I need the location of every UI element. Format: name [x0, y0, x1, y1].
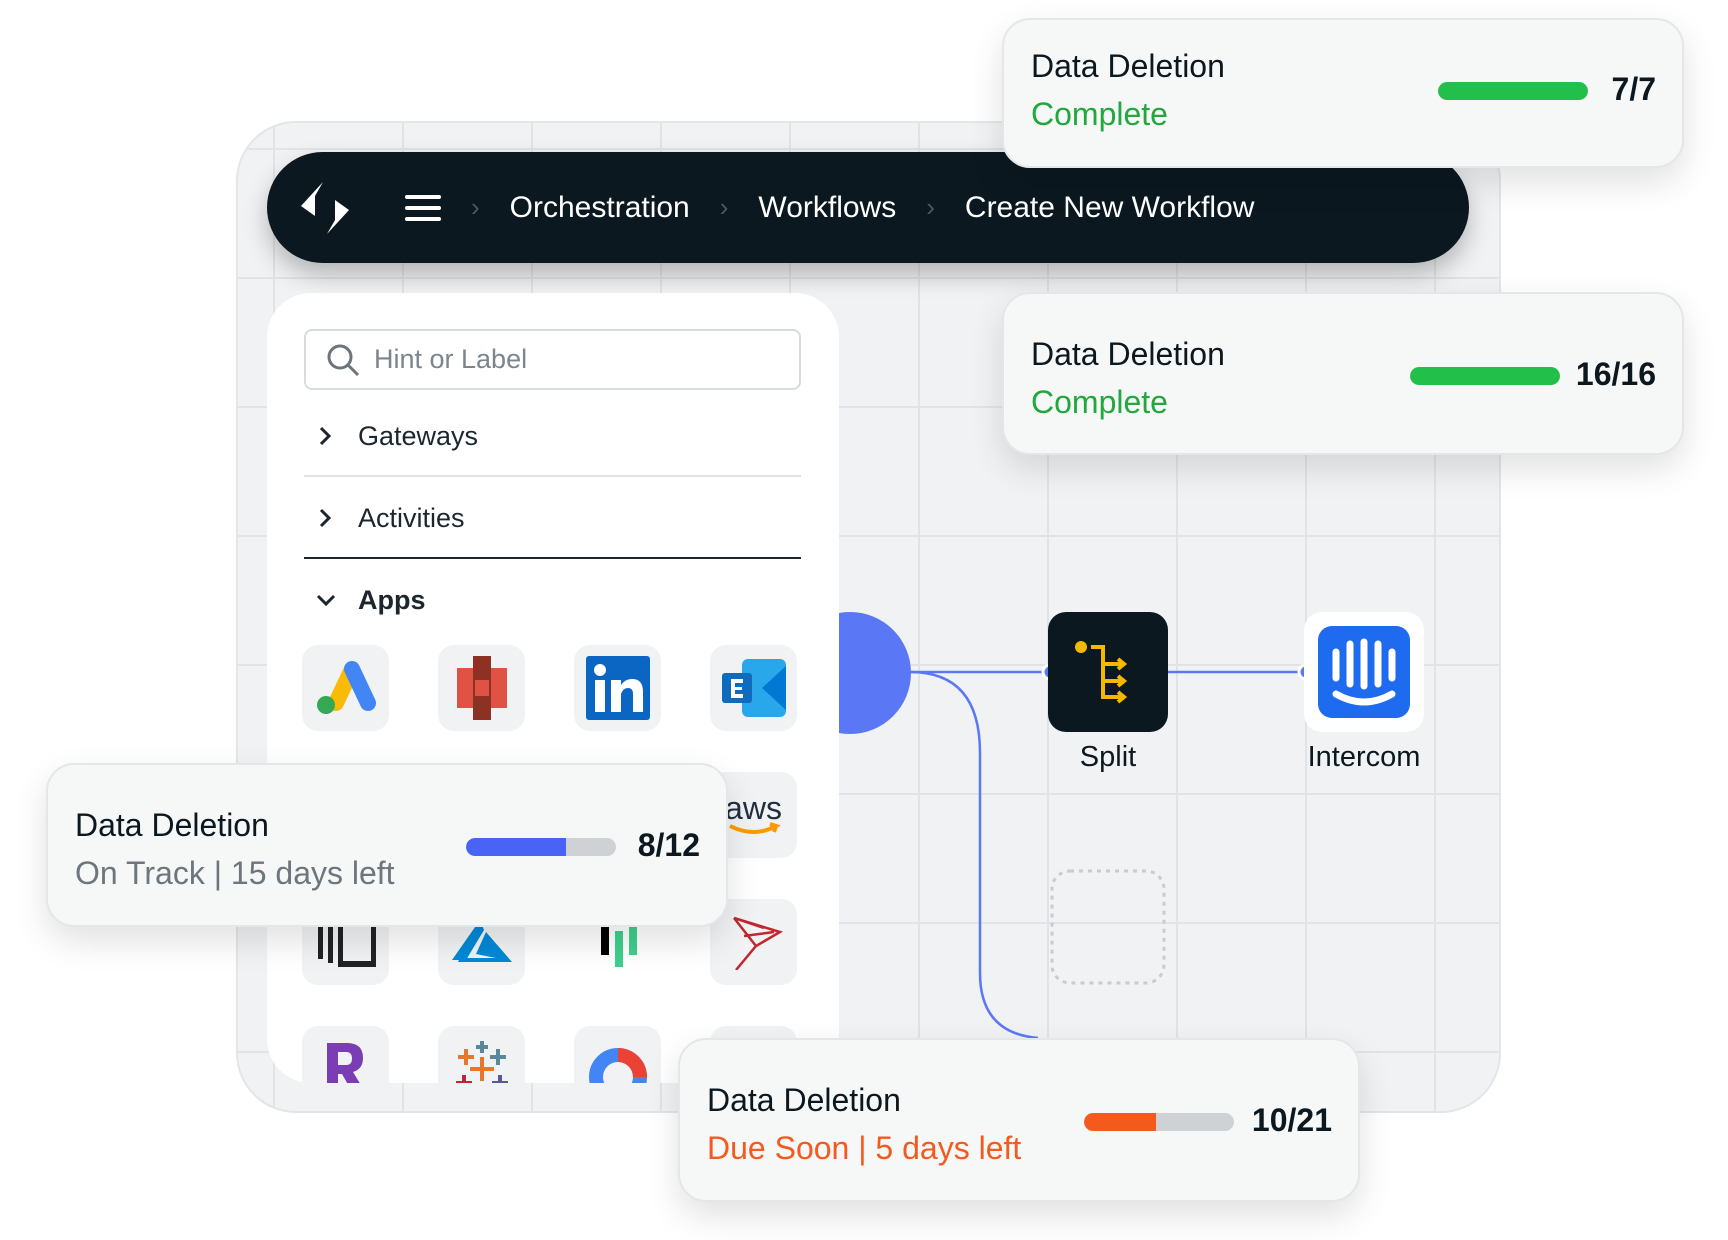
app-tableau[interactable]: [438, 1026, 525, 1083]
empty-node-placeholder[interactable]: [1050, 869, 1166, 985]
split-label: Split: [1079, 741, 1137, 773]
hamburger-menu-icon[interactable]: [405, 194, 441, 222]
chevron-right-icon: ›: [719, 192, 729, 222]
progress-fill: [466, 838, 566, 856]
progress-count: 16/16: [1575, 356, 1656, 392]
aws-logo-text: aws: [725, 790, 782, 826]
divider: [304, 475, 801, 477]
app-ms-exchange[interactable]: [710, 645, 797, 731]
azure-icon: [451, 920, 512, 962]
section-gateways[interactable]: Gateways: [304, 406, 801, 466]
chevron-down-icon: [316, 594, 336, 607]
breadcrumb-workflows[interactable]: Workflows: [758, 190, 897, 224]
progress-count: 10/21: [1251, 1102, 1332, 1138]
divider: [304, 557, 801, 559]
section-label: Gateways: [358, 420, 479, 451]
status-card-complete-16: Data Deletion Complete 16/16: [1002, 292, 1684, 455]
linkedin-icon: [585, 656, 650, 720]
palette-panel: Hint or Label Gateways Activities Apps a…: [267, 293, 839, 1083]
progress-bar: [1410, 367, 1560, 385]
card-title: Data Deletion: [75, 807, 269, 843]
card-title: Data Deletion: [707, 1082, 901, 1118]
card-status: Complete: [1031, 384, 1168, 420]
app-google-ads[interactable]: [302, 645, 389, 731]
progress-fill: [1438, 82, 1588, 100]
google-ads-icon: [316, 661, 376, 714]
card-status: Complete: [1031, 96, 1168, 132]
section-activities[interactable]: Activities: [304, 488, 801, 548]
top-nav-bar: › Orchestration › Workflows › Create New…: [267, 152, 1469, 263]
search-placeholder: Hint or Label: [374, 344, 528, 374]
r-icon: [326, 1043, 363, 1083]
section-apps[interactable]: Apps: [304, 570, 801, 630]
progress-bar: [466, 838, 616, 856]
aws-s3-icon: [456, 656, 507, 720]
section-label: Apps: [358, 584, 426, 615]
tableau-icon: [455, 1041, 508, 1083]
intercom-node[interactable]: [1304, 612, 1424, 732]
logo-icon: [301, 181, 349, 234]
status-card-due-soon: Data Deletion Due Soon | 5 days left 10/…: [678, 1038, 1360, 1202]
status-card-on-track: Data Deletion On Track | 15 days left 8/…: [46, 763, 728, 927]
split-icon: [1075, 641, 1128, 704]
intercom-icon: [1318, 626, 1410, 718]
progress-count: 8/12: [637, 827, 700, 863]
app-aws-s3[interactable]: [438, 645, 525, 731]
card-status: Due Soon | 5 days left: [707, 1130, 1022, 1166]
breadcrumb-orchestration[interactable]: Orchestration: [509, 190, 690, 224]
app-r[interactable]: [302, 1026, 389, 1083]
progress-bar: [1084, 1113, 1234, 1131]
status-card-complete-7: Data Deletion Complete 7/7: [1002, 18, 1684, 168]
app-google-analytics[interactable]: [574, 1026, 661, 1083]
app-sql-server[interactable]: [710, 899, 797, 985]
split-node[interactable]: [1048, 612, 1168, 732]
google-analytics-icon: [588, 1048, 647, 1083]
app-linkedin[interactable]: [574, 645, 661, 731]
chevron-right-icon: [319, 508, 332, 528]
branch-connector: [909, 670, 1039, 1040]
card-title: Data Deletion: [1031, 48, 1225, 84]
chevron-right-icon: ›: [471, 192, 480, 222]
search-input[interactable]: Hint or Label: [304, 329, 801, 390]
aws-smile-icon: [728, 822, 781, 834]
chevron-right-icon: ›: [926, 192, 935, 222]
progress-fill: [1084, 1113, 1156, 1131]
section-label: Activities: [358, 502, 465, 533]
card-status: On Track | 15 days left: [75, 855, 395, 891]
intercom-label: Intercom: [1307, 741, 1421, 773]
sql-server-icon: [732, 916, 783, 970]
search-icon: [327, 344, 360, 376]
chevron-right-icon: [319, 426, 332, 446]
progress-count: 7/7: [1611, 71, 1656, 107]
card-title: Data Deletion: [1031, 336, 1225, 372]
exchange-icon: [721, 659, 786, 717]
progress-fill: [1410, 367, 1560, 385]
progress-bar: [1438, 82, 1588, 100]
breadcrumb-create-new-workflow: Create New Workflow: [964, 190, 1255, 224]
